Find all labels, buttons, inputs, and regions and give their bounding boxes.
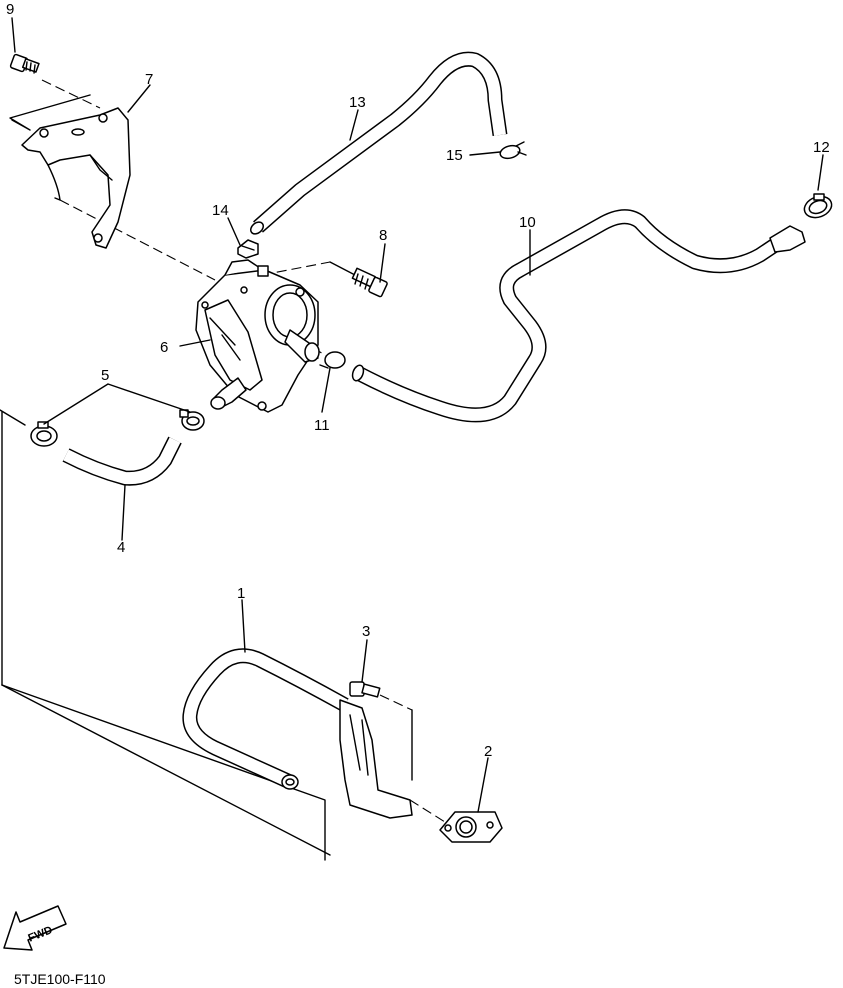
callout-leaders [11,17,824,813]
callout-part-13: 13 [349,94,366,111]
bolt-part-9 [9,53,40,74]
callout-part-14: 14 [212,202,229,219]
callout-part-1: 1 [237,585,245,602]
callout-part-8: 8 [379,227,387,244]
callout-part-2: 2 [484,743,492,760]
clamp-part-5 [30,409,205,447]
callout-labels: 1 2 3 4 5 6 7 8 9 10 11 12 13 14 15 [6,1,830,760]
callout-part-6: 6 [160,339,168,356]
hose-part-10 [351,209,806,423]
fwd-arrow-icon: FWD [3,905,67,951]
hose-part-13 [249,51,508,235]
assembly-frame-lines [0,79,446,861]
callout-part-5: 5 [101,367,109,384]
callout-part-15: 15 [446,147,463,164]
callout-part-9: 9 [6,1,14,18]
callout-part-7: 7 [145,71,153,88]
callout-part-12: 12 [813,139,830,156]
bolt-part-8 [351,267,388,298]
bracket-part-7 [21,107,131,249]
air-cut-valve-part-6 [195,259,320,413]
callout-part-3: 3 [362,623,370,640]
diagram-code: 5TJE100-F110 [14,971,106,987]
cap-part-14 [237,239,259,259]
clip-part-15 [499,141,527,160]
clamp-part-12 [803,193,833,219]
hose-part-4 [62,436,182,486]
gasket-part-11 [319,351,346,369]
pipe-part-1 [182,648,349,790]
gasket-part-2 [439,811,503,843]
callout-part-4: 4 [117,539,125,556]
callout-part-10: 10 [519,214,536,231]
bolt-part-3 [339,681,413,819]
callout-part-11: 11 [314,417,330,434]
